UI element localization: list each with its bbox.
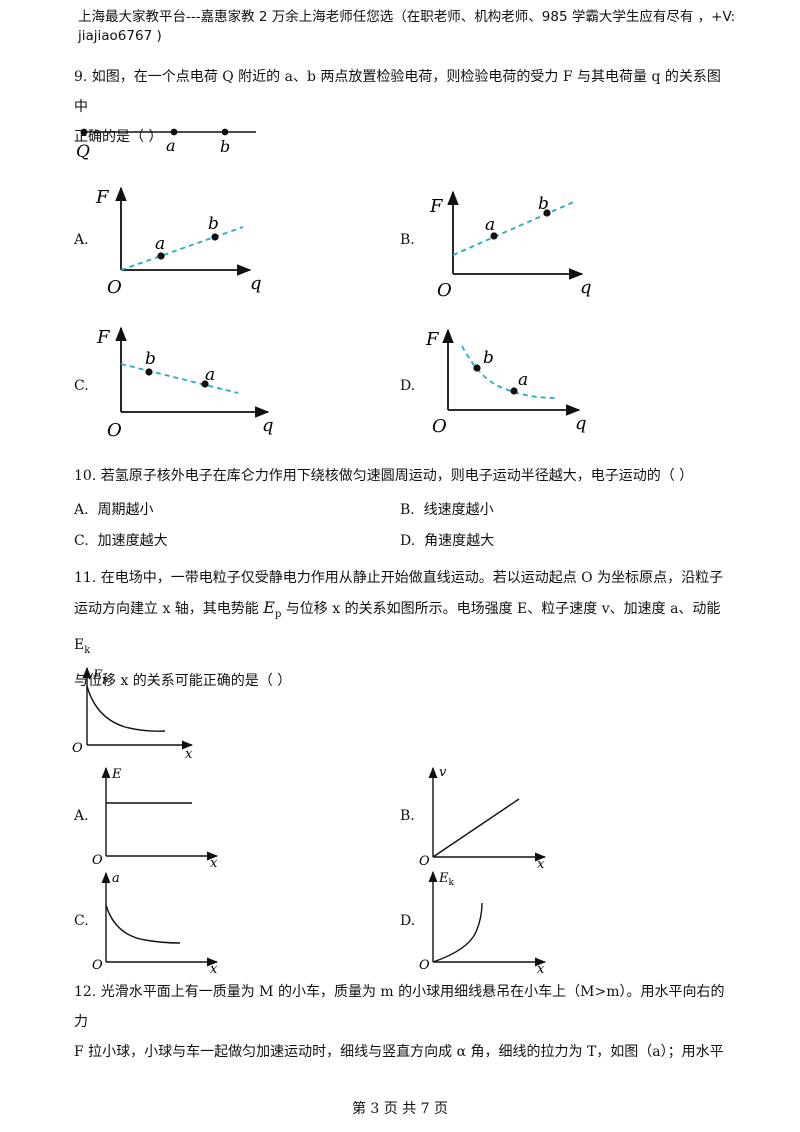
point-label-2: a — [205, 365, 215, 385]
q11-line-2: 运动方向建立 x 轴，其电势能 Ep 与位移 x 的关系如图所示。电场强度 E、… — [74, 598, 721, 656]
page-number: 第 3 页 共 7 页 — [351, 1101, 449, 1117]
data-point-2 — [211, 233, 219, 241]
axis-label-x: q — [250, 273, 262, 294]
dashed-curve — [461, 345, 557, 399]
origin-label: O — [419, 854, 430, 869]
axis-label-y: F — [425, 329, 440, 350]
v-line — [432, 798, 520, 858]
data-point-1 — [473, 364, 481, 372]
q12-line-1: 12. 光滑水平面上有一质量为 M 的小车，质量为 m 的小球用细线悬吊在小车上… — [74, 984, 725, 1030]
q9-graph-b: F q O a b — [429, 190, 592, 301]
q10-option-b: B. 线速度越小 — [400, 502, 494, 518]
q10-option-a: A. 周期越小 — [74, 502, 154, 518]
axis-label-x: x — [537, 857, 545, 872]
q11-graph-d: Ek x O — [419, 870, 547, 977]
data-point-2 — [510, 387, 518, 395]
point-a — [170, 128, 178, 136]
question-10-stem: 10. 若氢原子核外电子在库仑力作用下绕核做匀速圆周运动，则电子运动半径越大，电… — [74, 468, 694, 484]
origin-label: O — [437, 280, 452, 301]
label-b: b — [220, 137, 230, 156]
origin-label: O — [92, 958, 103, 973]
axis-label-y: Ep — [92, 668, 109, 685]
a-curve — [105, 904, 181, 944]
origin-label: O — [72, 741, 83, 756]
q11-graph-b: v x O — [419, 765, 547, 872]
q9-option-b-label: B. — [400, 232, 415, 248]
q11-graph-c: a x O — [92, 871, 219, 977]
q9-option-c-label: C. — [74, 378, 89, 394]
data-point-2 — [543, 209, 551, 217]
question-9-stem: 9. 如图，在一个点电荷 Q 附近的 a、b 两点放置检验电荷，则检验电荷的受力… — [74, 62, 734, 152]
q10-option-c: C. 加速度越大 — [74, 533, 168, 549]
axis-label-x: q — [575, 413, 587, 434]
axis-label-y: E — [111, 767, 122, 782]
q9-line-1: 9. 如图，在一个点电荷 Q 附近的 a、b 两点放置检验电荷，则检验电荷的受力… — [74, 69, 721, 115]
axis-label-x: x — [210, 962, 218, 977]
point-Q — [80, 128, 88, 136]
label-Q: Q — [76, 142, 90, 162]
dashed-line — [452, 200, 577, 256]
axis-label-x: q — [262, 415, 274, 436]
axis-label-y: F — [95, 187, 110, 208]
axis-label-x: q — [580, 277, 592, 298]
q12-line-2: F 拉小球，小球与车一起做匀加速运动时，细线与竖直方向成 α 角，细线的拉力为 … — [74, 1044, 724, 1060]
dashed-line — [120, 226, 244, 271]
q9-line-2: 正确的是（ ） — [74, 129, 163, 145]
axis-label-x: x — [537, 962, 545, 977]
axis-label-x: x — [185, 747, 193, 762]
data-point-1 — [157, 252, 165, 260]
label-a: a — [166, 136, 176, 155]
header-line-2: jiajiao6767 ) — [78, 28, 162, 44]
q11-main-graph: Ep x O — [72, 666, 194, 762]
q11-line-1: 11. 在电场中，一带电粒子仅受静电力作用从静止开始做直线运动。若以运动起点 O… — [74, 570, 724, 586]
q11-option-c-label: C. — [74, 913, 89, 929]
q9-charge-line-figure: Q a b — [76, 128, 256, 162]
q9-graph-a: F q O a b — [95, 186, 262, 298]
question-12-stem: 12. 光滑水平面上有一质量为 M 的小车，质量为 m 的小球用细线悬吊在小车上… — [74, 977, 734, 1067]
header-line-1: 上海最大家教平台---嘉惠家教 2 万余上海老师任您选（在职老师、机构老师、98… — [78, 9, 736, 25]
q11-option-d-label: D. — [400, 913, 416, 929]
point-label-1: b — [145, 349, 156, 369]
q11-line-3: 与位移 x 的关系可能正确的是（ ） — [74, 672, 292, 689]
point-label-1: b — [483, 348, 494, 368]
origin-label: O — [419, 958, 430, 973]
page-header: 上海最大家教平台---嘉惠家教 2 万余上海老师任您选（在职老师、机构老师、98… — [78, 8, 738, 46]
q11-graph-a: E x O — [92, 766, 219, 871]
point-b — [221, 128, 229, 136]
q11-option-b-label: B. — [400, 808, 415, 824]
point-label-2: b — [208, 214, 219, 234]
q9-graph-c: F q O b a — [96, 326, 274, 441]
axis-label-x: x — [210, 856, 218, 871]
question-11-stem: 11. 在电场中，一带电粒子仅受静电力作用从静止开始做直线运动。若以运动起点 O… — [74, 563, 734, 696]
data-point-1 — [490, 232, 498, 240]
origin-label: O — [107, 277, 122, 298]
q9-option-a-label: A. — [74, 232, 89, 248]
point-label-1: a — [155, 234, 165, 254]
q9-graph-d: F q O b a — [425, 328, 587, 437]
q11-option-a-label: A. — [74, 808, 89, 824]
ek-curve — [432, 902, 483, 963]
q9-option-d-label: D. — [400, 378, 416, 394]
axis-label-y: v — [439, 765, 447, 780]
point-label-1: a — [485, 215, 495, 235]
data-point-1 — [145, 368, 153, 376]
origin-label: O — [432, 416, 447, 437]
dashed-line — [120, 363, 239, 394]
origin-label: O — [92, 853, 103, 868]
q10-option-d: D. 角速度越大 — [400, 533, 495, 549]
data-point-2 — [201, 380, 209, 388]
axis-label-y: Ek — [438, 871, 455, 888]
axis-label-y: a — [112, 871, 120, 886]
axis-label-y: F — [429, 196, 444, 217]
axis-label-y: F — [96, 327, 111, 348]
point-label-2: a — [518, 370, 528, 390]
ep-curve — [86, 685, 166, 732]
origin-label: O — [107, 420, 122, 441]
point-label-2: b — [538, 194, 549, 214]
